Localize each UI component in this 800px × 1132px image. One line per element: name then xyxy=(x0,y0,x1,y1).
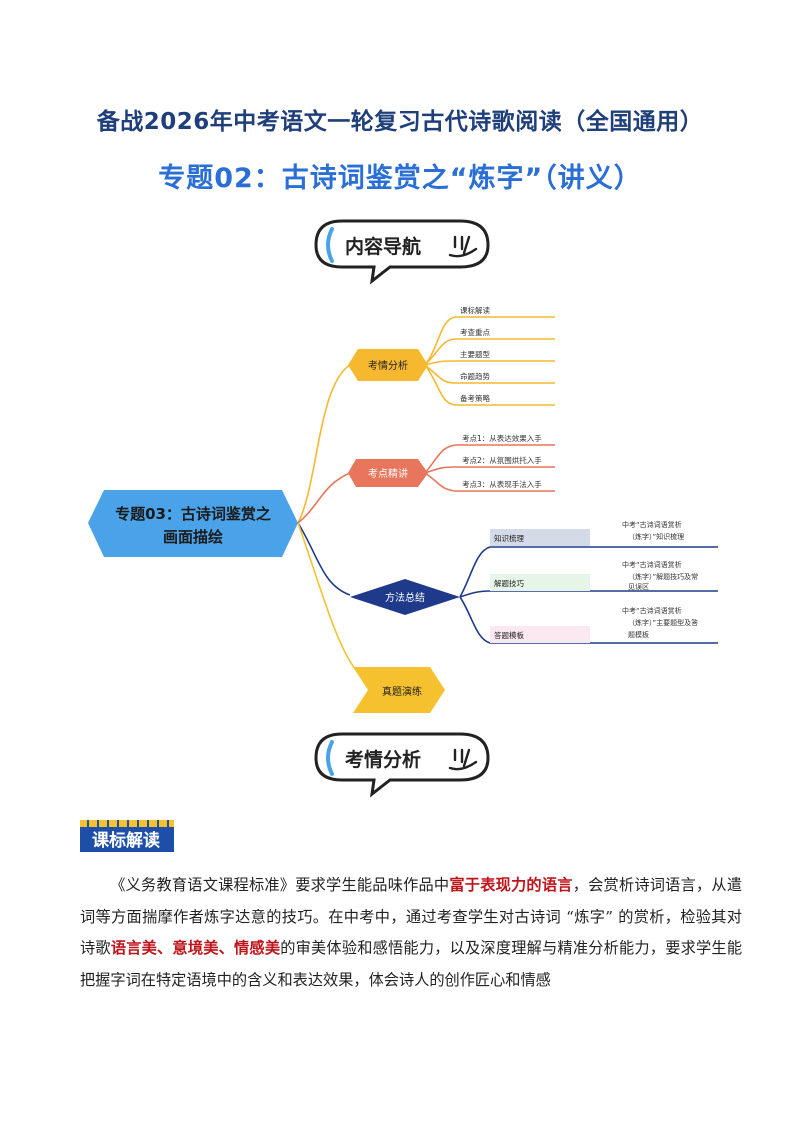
method-item-desc: 中考“古诗词语赏析 xyxy=(622,560,682,569)
paragraph-text: 《义务教育语文课程标准》要求学生能品味作品中 xyxy=(110,876,450,894)
scribble-icon xyxy=(448,235,478,258)
branch-node-methods xyxy=(350,579,460,615)
method-item-desc: （炼字）”知识梳理 xyxy=(628,532,684,541)
branch-item: 命题趋势 xyxy=(460,371,490,381)
emphasis-text: 富于表现力的语言 xyxy=(449,876,573,894)
method-item-desc: 见误区 xyxy=(628,582,649,591)
branch-item: 主要题型 xyxy=(460,349,490,359)
method-item-label: 答题模板 xyxy=(494,630,524,640)
branch-label-analysis: 考情分析 xyxy=(368,359,408,372)
method-item-desc: 中考“古诗词语赏析 xyxy=(622,606,682,615)
branch-item: 考点3：从表现手法入手 xyxy=(462,479,542,489)
method-item-label: 解题技巧 xyxy=(494,578,524,588)
method-item-desc: 题模板 xyxy=(628,630,649,639)
branch-item: 考查重点 xyxy=(460,327,490,337)
emphasis-text: 语言美、意境美、情感美 xyxy=(110,939,281,957)
branch-label-keypoints: 考点精讲 xyxy=(368,467,408,480)
paragraph-text: 的审美体验和感悟能力，以及深度理解与精准分析能力，要求学生能把握字词在特定语境中… xyxy=(80,939,743,989)
method-item-desc: （炼字）”主要题型及答 xyxy=(628,618,698,627)
nav-header-label: 内容导航 xyxy=(345,236,422,258)
branch-node-analysis xyxy=(348,349,428,381)
branch-item: 考点1：从表达效果入手 xyxy=(462,433,542,443)
body-paragraph: 《义务教育语文课程标准》要求学生能品味作品中富于表现力的语言，会赏析诗词语言，从… xyxy=(80,870,742,996)
mindmap-root-line1: 专题03：古诗词鉴赏之 xyxy=(115,505,271,523)
branch-node-keypoints xyxy=(348,459,428,487)
branch-node-practice xyxy=(353,667,445,713)
section-header-label: 考情分析 xyxy=(345,749,422,771)
branch-label-methods: 方法总结 xyxy=(385,591,425,604)
method-item-label: 知识梳理 xyxy=(494,533,524,543)
branch-item: 考点2：从氛围烘托入手 xyxy=(462,455,542,465)
method-item-desc: 中考“古诗词语赏析 xyxy=(622,520,682,529)
mindmap-root-line2: 画面描绘 xyxy=(163,528,223,546)
mind-map: 专题03：古诗词鉴赏之 画面描绘 考情分析 课标解读 考查重点 主要题型 命题趋… xyxy=(88,305,718,713)
document-title: 备战2026年中考语文一轮复习古代诗歌阅读（全国通用） xyxy=(96,109,704,135)
section-tag-label: 课标解读 xyxy=(92,831,160,851)
paragraph-text: ，会赏析诗词语言，从遣词等方面揣摩作者炼字达意的技巧。在中考中，通过考查学生对古… xyxy=(80,876,743,957)
branch-label-practice: 真题演练 xyxy=(382,685,422,698)
scribble-icon xyxy=(448,748,478,771)
section-header-bubble xyxy=(314,732,490,798)
branch-item: 备考策略 xyxy=(460,393,490,403)
section-tag-badge xyxy=(80,820,174,852)
method-item-desc: （炼字）”解题技巧及常 xyxy=(628,572,698,581)
branch-item: 课标解读 xyxy=(460,305,490,315)
nav-header-bubble xyxy=(314,219,490,285)
document-subtitle: 专题02：古诗词鉴赏之“炼字”（讲义） xyxy=(158,163,642,194)
